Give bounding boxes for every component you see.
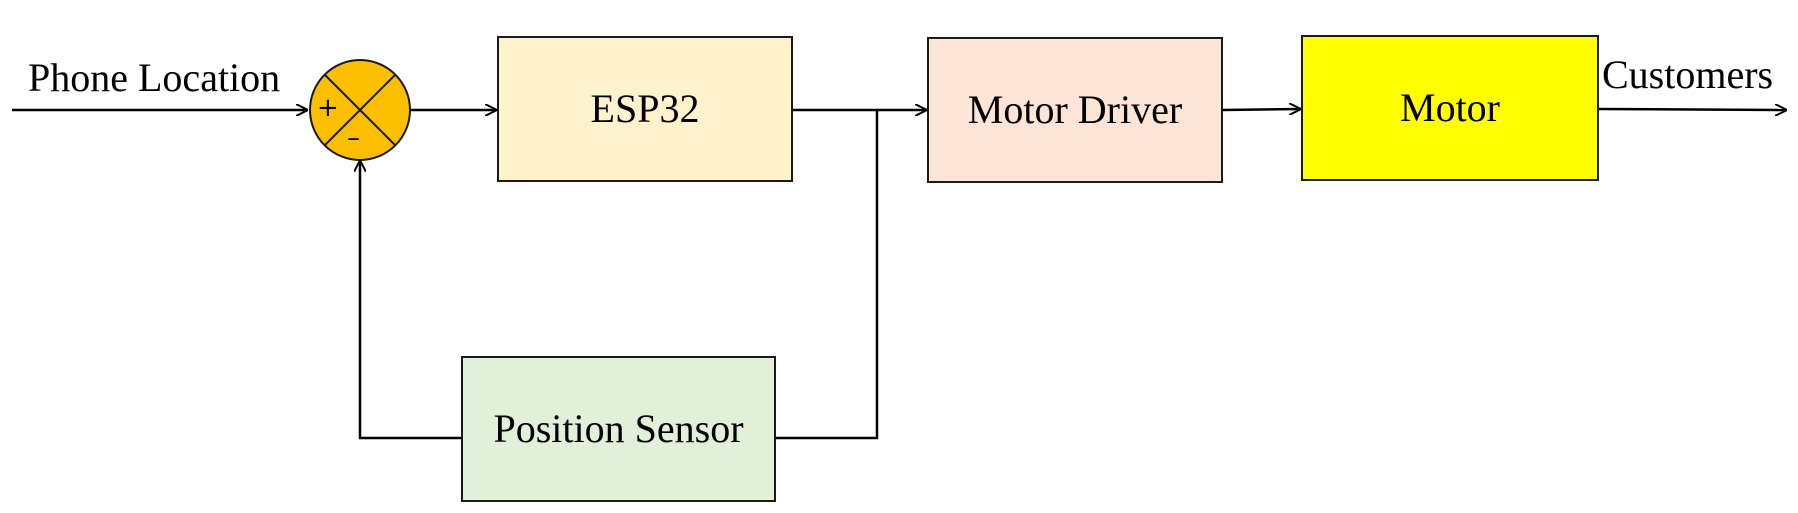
motor-driver-label: Motor Driver xyxy=(967,87,1183,132)
feedback-return-arrow xyxy=(360,161,461,440)
motor-driver-block: Motor Driver xyxy=(927,37,1223,183)
minus-sign: – xyxy=(347,123,360,153)
position-sensor-block: Position Sensor xyxy=(461,356,776,502)
position-sensor-label: Position Sensor xyxy=(493,406,744,451)
esp32-block: ESP32 xyxy=(497,36,793,182)
motor-label: Motor xyxy=(1400,85,1500,130)
esp32-label: ESP32 xyxy=(590,86,700,131)
output-label: Customers xyxy=(1602,52,1774,97)
input-label: Phone Location xyxy=(28,55,281,100)
motor-block: Motor xyxy=(1301,35,1599,181)
output-arrow xyxy=(1598,109,1786,110)
feedback-branch-line xyxy=(776,110,879,440)
arrow-to-motor xyxy=(1222,109,1300,110)
plus-sign: + xyxy=(317,93,339,123)
